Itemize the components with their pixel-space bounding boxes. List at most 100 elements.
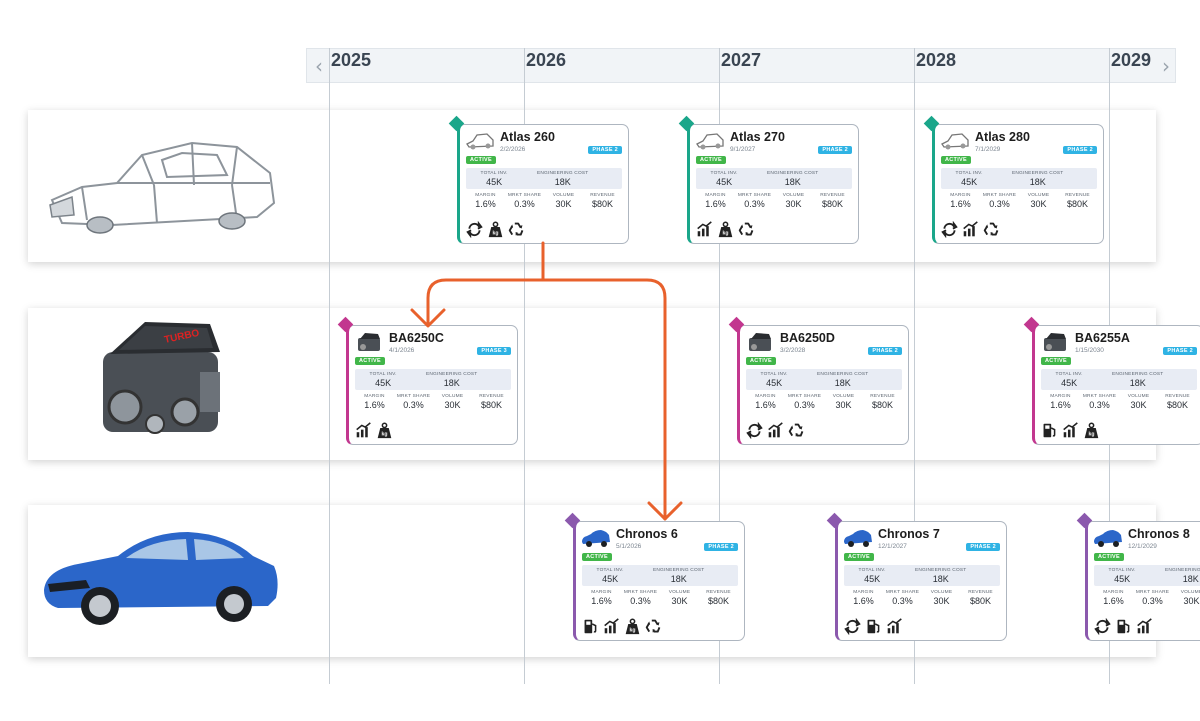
metric-label: MRKT SHARE xyxy=(1082,394,1117,399)
project-card-atlas-260[interactable]: Atlas 260 2/2/2026 PHASE 2 ACTIVE TOTAL … xyxy=(457,124,629,244)
project-card-chronos-7[interactable]: Chronos 7 12/1/2027 PHASE 2 ACTIVE TOTAL… xyxy=(835,521,1007,641)
card-title[interactable]: Atlas 280 xyxy=(975,130,1030,144)
card-title[interactable]: Atlas 260 xyxy=(500,130,555,144)
metric-value: 30K xyxy=(1030,199,1047,209)
metric-margin: MARGIN 1.6% xyxy=(466,193,505,209)
recycle-cycle-icon xyxy=(844,617,861,635)
metric-volume: VOLUME 30K xyxy=(824,394,863,410)
stat-engineering-cost: ENGINEERING COST 18K xyxy=(915,568,966,584)
card-title[interactable]: Chronos 7 xyxy=(878,527,940,541)
project-card-ba6255a[interactable]: BA6255A 1/15/2030 PHASE 2 ACTIVE TOTAL I… xyxy=(1032,325,1200,445)
phase-badge: PHASE 2 xyxy=(704,543,738,551)
metric-value: 0.3% xyxy=(892,596,913,606)
metric-margin: MARGIN 1.6% xyxy=(746,394,785,410)
chevron-left-icon[interactable]: ‹ xyxy=(315,54,323,78)
metric-mrkt-share: MRKT SHARE 0.3% xyxy=(980,193,1019,209)
turbo-engine-image: TURBO xyxy=(103,322,220,434)
metric-label: VOLUME xyxy=(668,590,691,595)
stat-label: TOTAL INV. xyxy=(596,568,624,573)
metric-label: VOLUME xyxy=(552,193,575,198)
stats-box: TOTAL INV. 45K ENGINEERING COST 18K xyxy=(355,369,511,390)
card-title[interactable]: Chronos 8 xyxy=(1128,527,1190,541)
stat-value: 18K xyxy=(784,177,801,187)
project-card-atlas-280[interactable]: Atlas 280 7/1/2029 PHASE 2 ACTIVE TOTAL … xyxy=(932,124,1104,244)
stat-total-inv: TOTAL INV. 45K xyxy=(481,171,508,187)
card-title[interactable]: Chronos 6 xyxy=(616,527,678,541)
stat-engineering-cost: ENGINEERING COST 18K xyxy=(817,372,868,388)
stat-label: ENGINEERING COST xyxy=(652,568,705,573)
project-card-ba6250d[interactable]: BA6250D 3/2/2028 PHASE 2 ACTIVE TOTAL IN… xyxy=(737,325,909,445)
card-date: 1/15/2030 xyxy=(1075,347,1104,354)
metric-label: MARGIN xyxy=(705,193,726,198)
stat-value: 45K xyxy=(1061,378,1078,388)
stat-label: TOTAL INV. xyxy=(369,372,397,377)
metric-volume: VOLUME 30K xyxy=(544,193,583,209)
year-label-2029: 2029 xyxy=(1111,50,1152,70)
card-title[interactable]: Atlas 270 xyxy=(730,130,785,144)
weight-kg-icon: kg xyxy=(717,221,734,238)
card-thumbnail-image xyxy=(843,527,873,549)
stat-label: TOTAL INV. xyxy=(955,171,983,176)
metric-label: REVENUE xyxy=(706,590,731,595)
metric-value: 30K xyxy=(1130,400,1147,410)
stat-total-inv: TOTAL INV. 45K xyxy=(1056,372,1083,388)
metric-label: MARGIN xyxy=(1050,394,1071,399)
recycle-cycle-icon xyxy=(466,220,483,238)
project-card-atlas-270[interactable]: Atlas 270 9/1/2027 PHASE 2 ACTIVE TOTAL … xyxy=(687,124,859,244)
card-title[interactable]: BA6250C xyxy=(389,331,444,345)
attribute-icons xyxy=(746,421,805,439)
card-title[interactable]: BA6255A xyxy=(1075,331,1130,345)
card-thumbnail-image xyxy=(695,130,725,152)
card-date: 12/1/2027 xyxy=(878,543,907,550)
stats-box: TOTAL INV. 45K ENGINEERING COST 18K xyxy=(1094,565,1200,586)
stats-box: TOTAL INV. 45K ENGINEERING COST 18K xyxy=(746,369,902,390)
phase-badge: PHASE 2 xyxy=(1063,146,1097,154)
stats-box: TOTAL INV. 45K ENGINEERING COST 18K xyxy=(582,565,738,586)
stat-value: 45K xyxy=(1114,574,1131,584)
chevron-right-icon[interactable]: › xyxy=(1162,54,1170,78)
growth-chart-icon xyxy=(886,617,903,635)
stat-label: ENGINEERING COST xyxy=(1111,372,1164,377)
year-label-2025: 2025 xyxy=(331,50,372,70)
metric-value: 0.3% xyxy=(403,400,424,410)
svg-text:kg: kg xyxy=(1089,431,1095,437)
attribute-icons: kg xyxy=(696,220,755,238)
status-badge: ACTIVE xyxy=(844,553,874,561)
stat-label: ENGINEERING COST xyxy=(766,171,819,176)
card-thumbnail-image xyxy=(465,130,495,152)
project-card-ba6250c[interactable]: BA6250C 4/1/2026 PHASE 3 ACTIVE TOTAL IN… xyxy=(346,325,518,445)
stat-total-inv: TOTAL INV. 45K xyxy=(370,372,397,388)
year-gridline xyxy=(524,48,525,684)
phase-badge: PHASE 2 xyxy=(818,146,852,154)
metric-revenue: REVENUE $80K xyxy=(1158,394,1197,410)
card-title[interactable]: BA6250D xyxy=(780,331,835,345)
stat-engineering-cost: ENGINEERING COST 18K xyxy=(1165,568,1200,584)
metric-volume: VOLUME 30K xyxy=(1019,193,1058,209)
recycling-icon xyxy=(738,221,755,238)
metric-revenue: REVENUE $80K xyxy=(1058,193,1097,209)
metric-volume: VOLUME 30K xyxy=(433,394,472,410)
project-card-chronos-8[interactable]: Chronos 8 12/1/2029 PHASE 2 ACTIVE TOTAL… xyxy=(1085,521,1200,641)
metric-value: $80K xyxy=(821,199,844,209)
attribute-icons xyxy=(844,617,903,635)
stat-engineering-cost: ENGINEERING COST 18K xyxy=(767,171,818,187)
card-date: 12/1/2029 xyxy=(1128,543,1157,550)
metric-label: MARGIN xyxy=(475,193,496,198)
metric-revenue: REVENUE $80K xyxy=(699,590,738,606)
metrics-row: MARGIN 1.6% MRKT SHARE 0.3% VOLUME 30K R… xyxy=(466,193,622,213)
metric-revenue: REVENUE $80K xyxy=(583,193,622,209)
growth-chart-icon xyxy=(1136,617,1153,635)
project-card-chronos-6[interactable]: Chronos 6 5/1/2026 PHASE 2 ACTIVE TOTAL … xyxy=(573,521,745,641)
metric-label: MRKT SHARE xyxy=(982,193,1017,198)
metrics-row: MARGIN 1.6% MRKT SHARE 0.3% VOLUME 30K R… xyxy=(582,590,738,610)
card-date: 4/1/2026 xyxy=(389,347,415,354)
year-label-2026: 2026 xyxy=(526,50,567,70)
stat-value: 45K xyxy=(961,177,978,187)
growth-chart-icon xyxy=(603,617,620,635)
metric-label: VOLUME xyxy=(1180,590,1200,595)
fuel-pump-icon xyxy=(582,618,599,635)
stat-value: 45K xyxy=(602,574,619,584)
recycle-cycle-icon xyxy=(941,220,958,238)
status-badge: ACTIVE xyxy=(355,357,385,365)
metrics-row: MARGIN 1.6% MRKT SHARE 0.3% VOLUME 30K R… xyxy=(1094,590,1200,610)
